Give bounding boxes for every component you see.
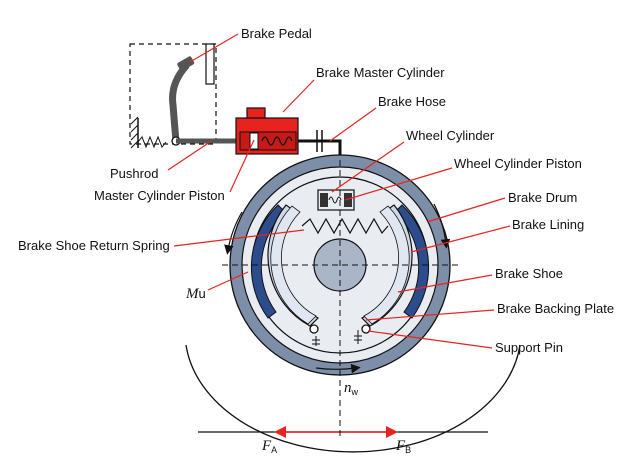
left-brake-lining	[250, 204, 286, 319]
label-wheel-cylinder-piston: Wheel Cylinder Piston	[454, 156, 582, 171]
label-brake-backing-plate: Brake Backing Plate	[497, 301, 614, 316]
support-pin-right	[361, 324, 371, 334]
return-spring-pedal	[137, 135, 167, 149]
wall-hatch	[130, 116, 139, 149]
leader-support-pin	[367, 330, 493, 349]
label-brake-lining: Brake Lining	[512, 217, 584, 232]
label-support-pin: Support Pin	[495, 340, 563, 355]
label-brake-hose: Brake Hose	[378, 94, 446, 109]
symbol-nw: nw	[344, 380, 359, 397]
leader-brake-pedal	[189, 33, 239, 63]
symbol-mu: Mu	[185, 286, 206, 302]
leader-mu	[207, 271, 249, 291]
wheel-cylinder-left-piston	[320, 193, 328, 207]
label-brake-master-cylinder: Brake Master Cylinder	[316, 65, 445, 80]
leader-pushrod	[167, 141, 211, 171]
leader-brake-hose	[329, 107, 377, 142]
pin-mount-right	[354, 330, 362, 344]
symbol-fa: FA	[261, 438, 277, 455]
label-master-cylinder-piston: Master Cylinder Piston	[94, 188, 225, 203]
label-brake-pedal: Brake Pedal	[241, 26, 312, 41]
pin-mount-left	[312, 336, 320, 346]
pedal-pad	[177, 56, 195, 71]
label-brake-shoe: Brake Shoe	[495, 266, 563, 281]
drum-rotation-arrow-left	[224, 211, 243, 255]
leader-brake-drum	[426, 197, 506, 223]
label-brake-shoe-return-spring: Brake Shoe Return Spring	[18, 238, 170, 253]
master-cylinder-spring	[261, 136, 293, 146]
symbol-fb: FB	[395, 438, 411, 455]
leader-return-spring	[173, 229, 305, 247]
wheel-cylinder-spring	[328, 196, 342, 204]
pedal-stop	[205, 43, 215, 85]
label-pushrod: Pushrod	[110, 166, 158, 181]
label-brake-drum: Brake Drum	[508, 190, 577, 205]
pedal-lever	[169, 62, 190, 146]
nw-rotation-arrow	[315, 363, 361, 374]
leader-backing-plate	[365, 309, 495, 321]
return-spring	[301, 217, 389, 235]
leader-master-cylinder-piston	[229, 139, 255, 193]
wheel-cylinder-right-piston	[344, 193, 352, 207]
leader-wheel-cylinder	[331, 141, 405, 193]
right-brake-lining	[394, 204, 430, 319]
leader-master-cylinder	[282, 79, 315, 113]
shoe-web-left	[270, 205, 317, 325]
label-wheel-cylinder: Wheel Cylinder	[406, 128, 495, 143]
tire-outline	[185, 344, 521, 453]
leader-wheel-cylinder-piston	[344, 167, 453, 201]
master-cylinder-cap	[246, 107, 266, 119]
support-pin-left	[309, 324, 319, 334]
leader-brake-lining	[410, 225, 511, 253]
leader-brake-shoe	[397, 274, 493, 293]
